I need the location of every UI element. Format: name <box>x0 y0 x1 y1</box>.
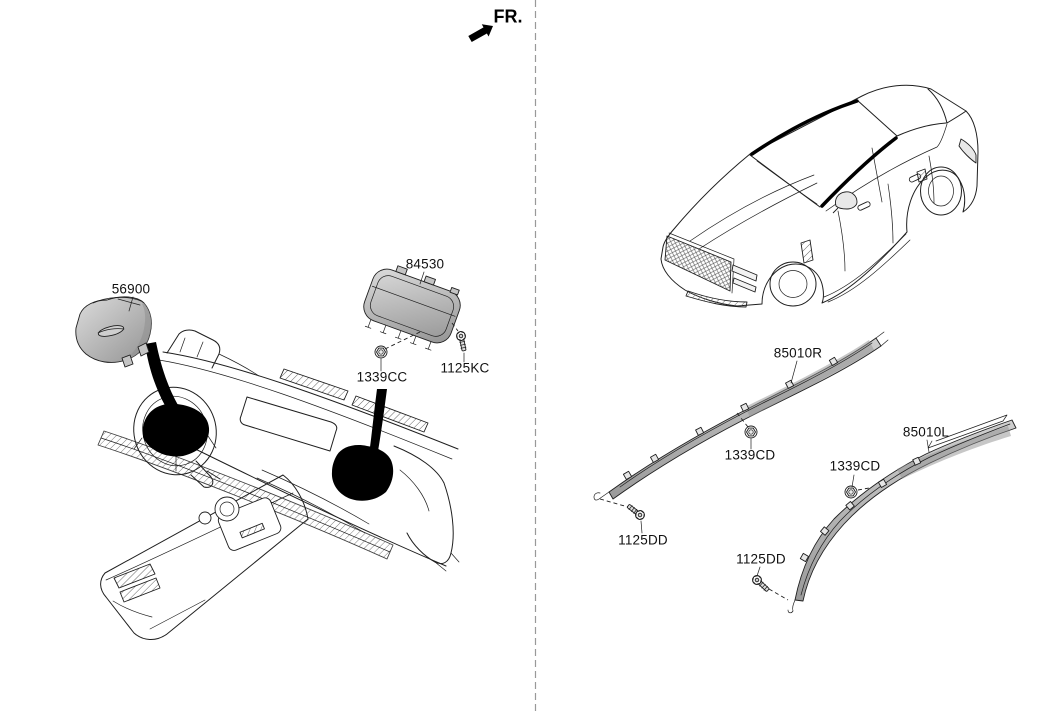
door-handle-icon <box>857 201 871 211</box>
right-fastener-dashed-lines <box>599 412 870 601</box>
passenger-airbag-pointer-arrow <box>369 389 387 457</box>
curtain-airbag-right-art <box>593 331 889 501</box>
curtain-airbag-roofrail-highlight-far <box>750 99 859 156</box>
curtain-airbag-left-art <box>787 414 1017 614</box>
curtain-airbag-roofrail-highlight-near <box>820 136 898 208</box>
tail-lamp <box>958 138 977 164</box>
bolt-1125kc-icon <box>455 330 469 353</box>
nut-1339cd-right-icon <box>744 425 758 439</box>
nut-1339cd-left-icon <box>844 485 858 499</box>
side-mirror-icon <box>832 191 858 214</box>
bolt-1125dd-left-icon <box>750 573 772 594</box>
part-label-85010l[interactable]: 85010L <box>902 424 950 440</box>
fr-direction-label: FR. <box>493 6 523 27</box>
part-label-56900[interactable]: 56900 <box>111 281 151 297</box>
steering-airbag-module-art <box>75 296 152 368</box>
part-label-1125kc[interactable]: 1125KC <box>440 360 490 376</box>
steering-airbag-pointer-arrow <box>145 342 181 417</box>
dashboard-assembly-diagram <box>75 265 469 640</box>
part-label-1125dd-right[interactable]: 1125DD <box>618 532 668 548</box>
part-label-1339cd-left[interactable]: 1339CD <box>829 458 881 474</box>
headlamp-strips <box>731 264 758 293</box>
passenger-airbag-module-art <box>363 265 461 351</box>
passenger-airbag-location-highlight <box>331 445 394 501</box>
front-grille <box>664 235 732 292</box>
center-console-art <box>100 474 309 640</box>
part-label-1339cd-right[interactable]: 1339CD <box>724 447 776 463</box>
part-label-1339cc[interactable]: 1339CC <box>356 369 408 385</box>
right-label-leader-lines <box>640 360 930 577</box>
steering-airbag-location-highlight <box>143 403 210 457</box>
fr-direction-arrow-icon <box>468 24 493 42</box>
car-body-diagram <box>660 84 979 308</box>
bolt-1125dd-right-icon <box>624 501 647 522</box>
part-label-85010r[interactable]: 85010R <box>773 345 823 361</box>
part-label-84530[interactable]: 84530 <box>405 256 445 272</box>
part-label-1125dd-left[interactable]: 1125DD <box>736 551 786 567</box>
left-label-leader-lines <box>128 271 465 372</box>
left-fastener-dashed-lines <box>384 322 459 350</box>
nut-1339cc-icon <box>374 345 388 359</box>
